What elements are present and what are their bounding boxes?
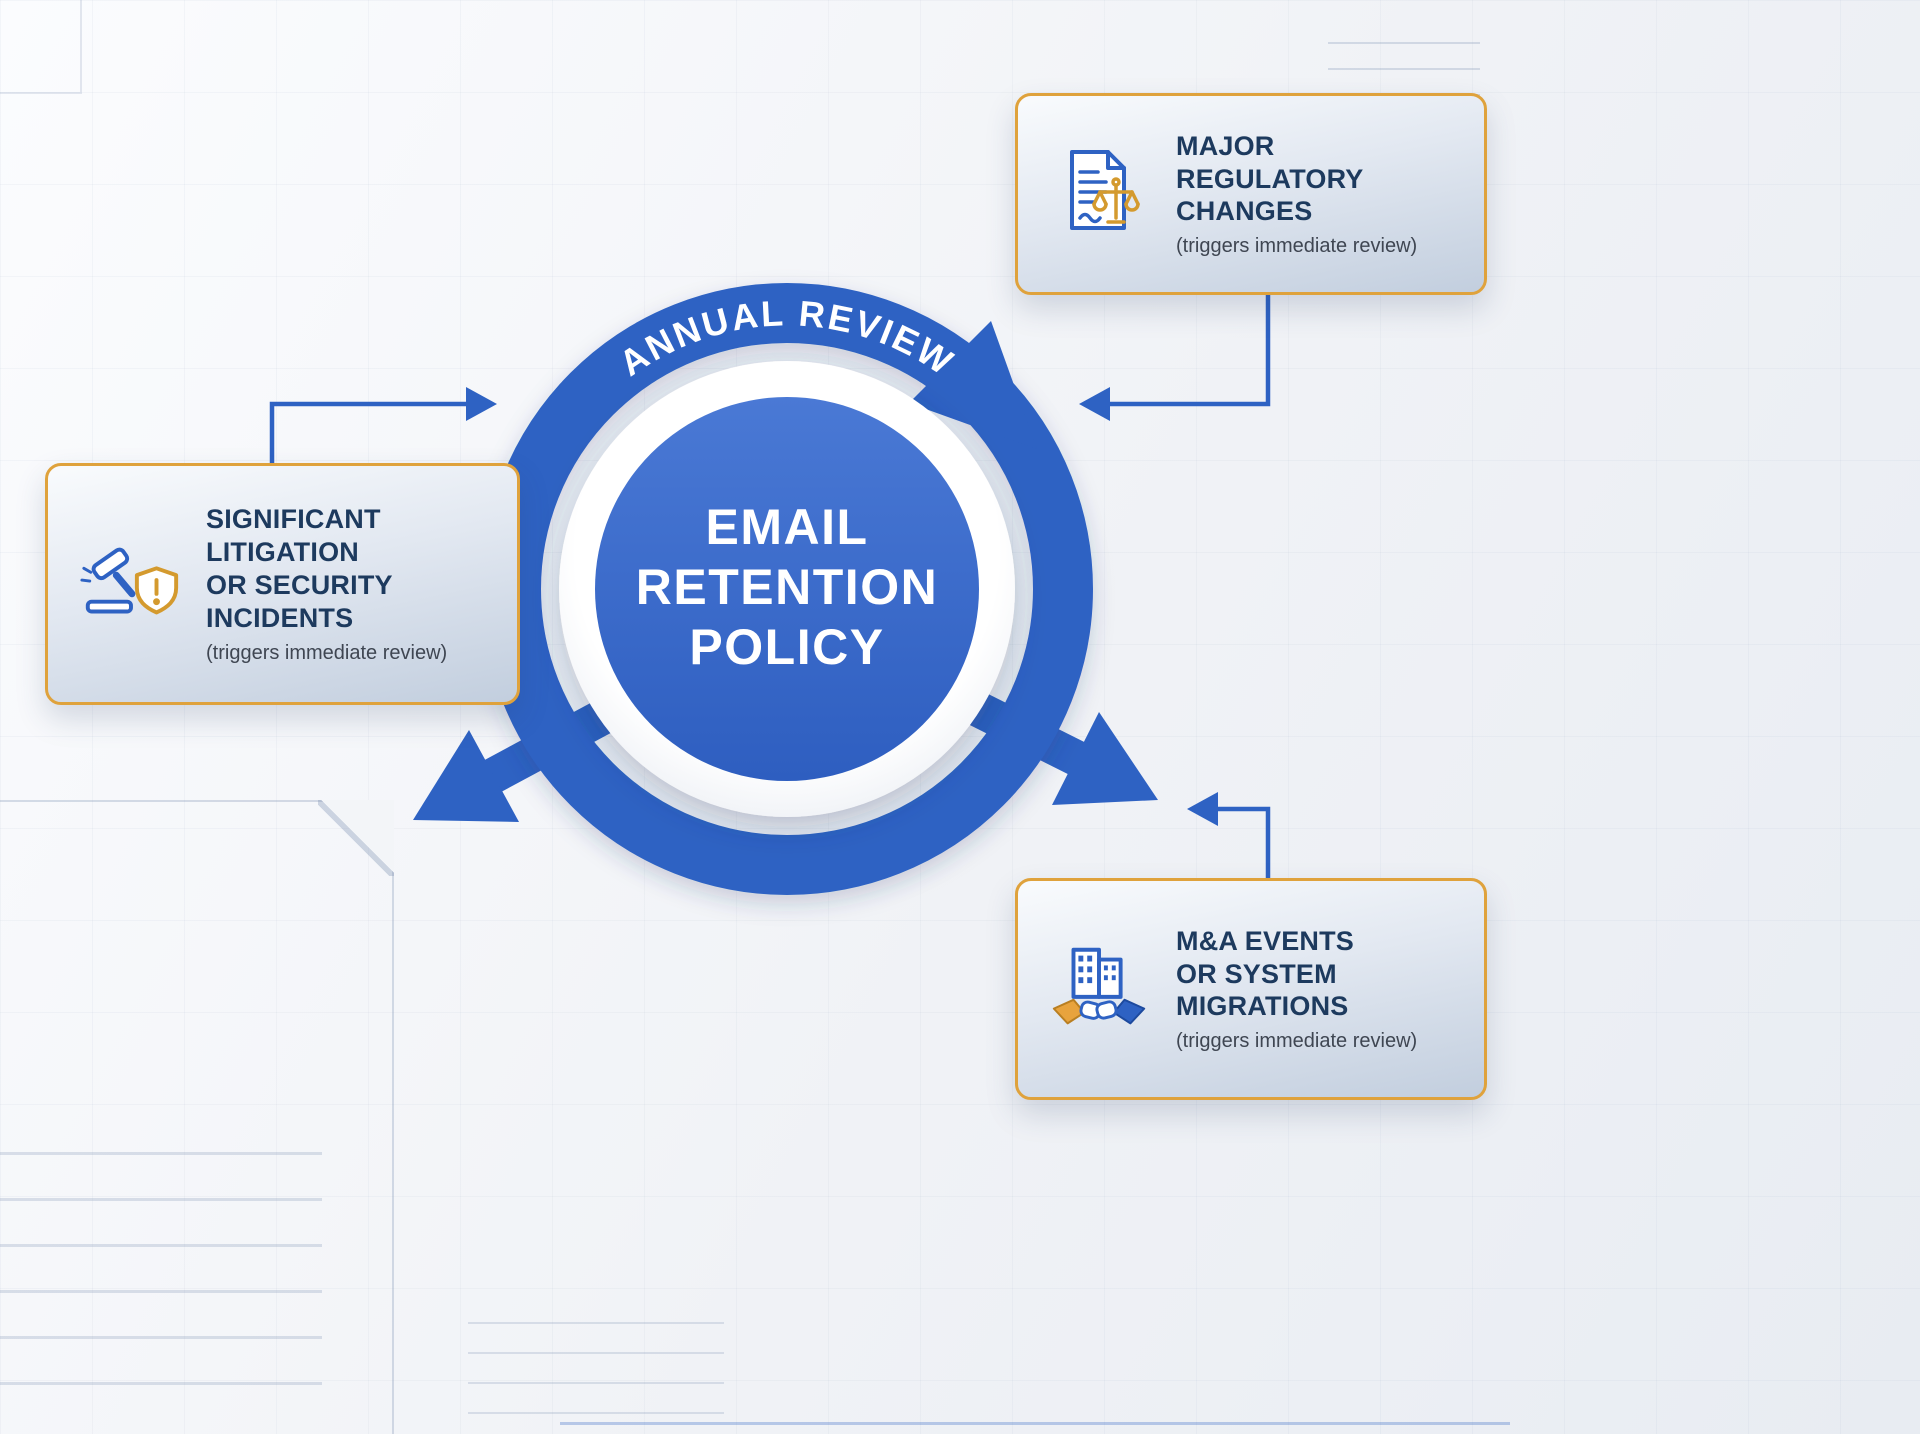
buildings-handshake-icon — [1046, 939, 1154, 1039]
callout-title-line: CHANGES — [1176, 196, 1313, 227]
document-scales-icon — [1046, 144, 1154, 244]
callout-ma-events: M&A EVENTS OR SYSTEM MIGRATIONS (trigger… — [1015, 878, 1487, 1100]
callout-subtitle: (triggers immediate review) — [206, 641, 448, 664]
connector-regulatory — [1079, 294, 1271, 421]
callout-text: SIGNIFICANT LITIGATION OR SECURITY INCID… — [206, 503, 447, 665]
callout-major-regulatory-changes: MAJOR REGULATORY CHANGES (triggers immed… — [1015, 93, 1487, 295]
callout-title-line: INCIDENTS — [206, 602, 354, 633]
callout-title-line: OR SYSTEM — [1176, 958, 1337, 989]
callout-title: SIGNIFICANT LITIGATION OR SECURITY INCID… — [206, 503, 447, 635]
center-title-line: EMAIL — [705, 499, 869, 555]
connector-litigation — [269, 387, 497, 466]
callout-title-line: SIGNIFICANT — [206, 504, 381, 535]
callout-title-line: MAJOR — [1176, 130, 1275, 161]
callout-title: M&A EVENTS OR SYSTEM MIGRATIONS — [1176, 925, 1417, 1024]
connector-ma — [1187, 792, 1271, 880]
callout-text: M&A EVENTS OR SYSTEM MIGRATIONS (trigger… — [1176, 925, 1417, 1054]
center-policy-label: EMAIL RETENTION POLICY — [577, 497, 997, 677]
gavel-shield-icon — [76, 534, 184, 634]
callout-subtitle: (triggers immediate review) — [1176, 235, 1418, 258]
callout-title-line: OR SECURITY — [206, 570, 393, 600]
ring-clockwise-arrowhead — [909, 321, 1037, 449]
callout-title-line: MIGRATIONS — [1176, 991, 1349, 1022]
callout-title-line: LITIGATION — [206, 537, 359, 568]
center-circle-blue — [595, 397, 979, 781]
callout-significant-litigation: SIGNIFICANT LITIGATION OR SECURITY INCID… — [45, 463, 520, 705]
callout-title-line: M&A EVENTS — [1176, 925, 1355, 956]
callout-subtitle: (triggers immediate review) — [1176, 1030, 1418, 1053]
callout-title-line: REGULATORY — [1176, 163, 1364, 194]
callout-text: MAJOR REGULATORY CHANGES (triggers immed… — [1176, 130, 1417, 259]
center-title-line: POLICY — [689, 619, 885, 675]
callout-title: MAJOR REGULATORY CHANGES — [1176, 130, 1417, 229]
center-title-line: RETENTION — [635, 559, 939, 615]
